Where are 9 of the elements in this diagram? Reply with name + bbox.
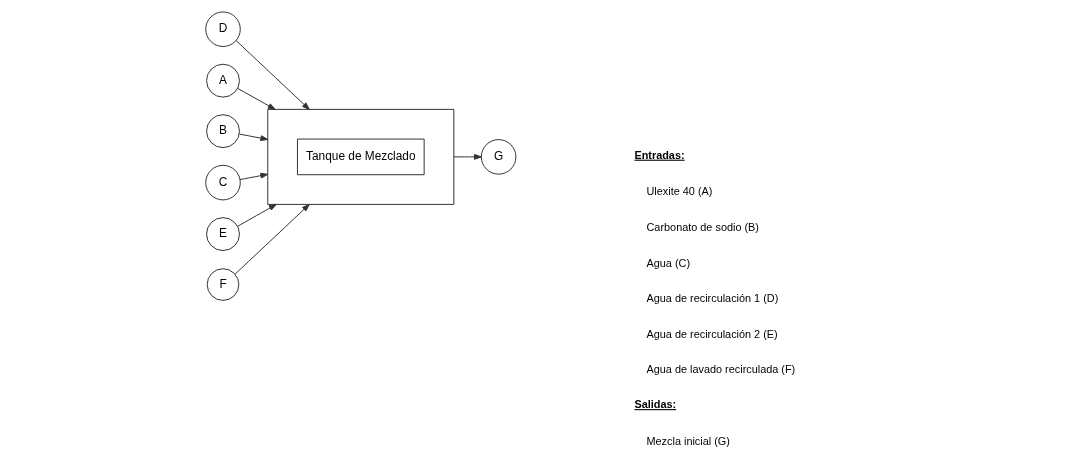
label: Carbonato de sodio (B) [646, 220, 759, 233]
label: Agua (C) [646, 256, 690, 269]
label: Entradas: [633, 148, 685, 161]
label: Agua de recirculación 1 (D) [646, 292, 778, 305]
label: Ulexite 40 (A) [646, 185, 712, 198]
label: Salidas: [633, 398, 676, 411]
label: Agua de lavado recirculada (F) [646, 363, 795, 376]
label: Agua de recirculación 2 (E) [646, 327, 778, 340]
label: Mezcla inicial (G) [646, 434, 730, 447]
